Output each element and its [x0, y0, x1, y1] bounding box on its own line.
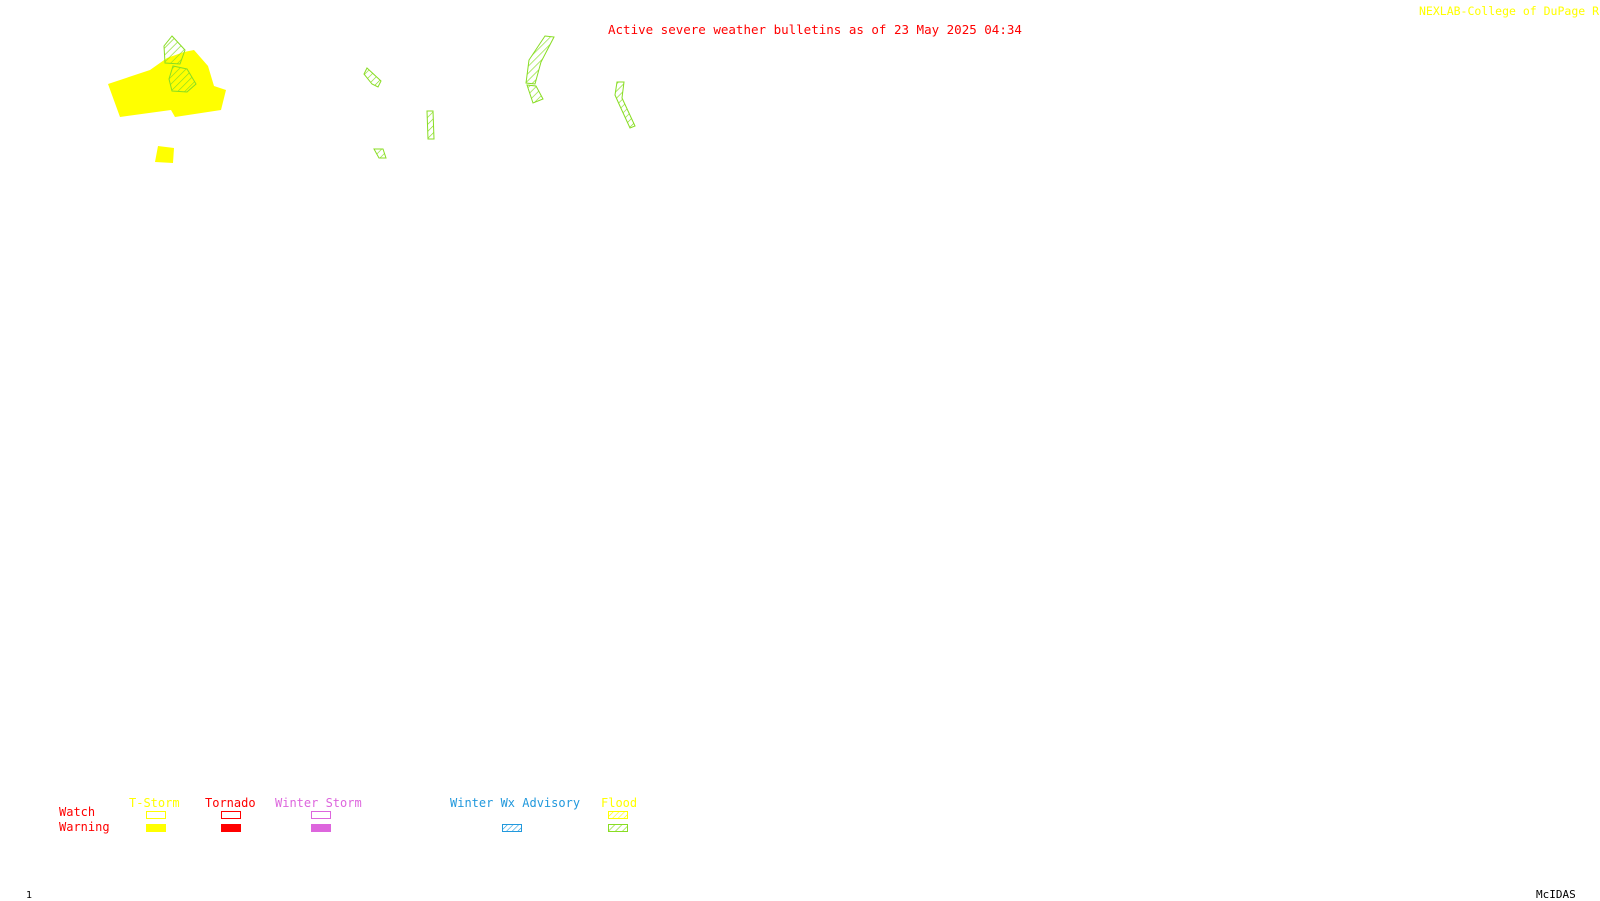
legend-winter-advisory-label: Winter Wx Advisory: [450, 796, 581, 810]
tstorm-warning-area: [155, 146, 174, 163]
legend-row-watch: Watch: [59, 805, 96, 819]
flood-warning-area: [614, 81, 636, 129]
bulletin-title: Active severe weather bulletins as of 23…: [608, 22, 1022, 37]
legend-tornado-label: Tornado: [205, 796, 256, 810]
flood-warning-area: [163, 35, 186, 65]
legend-tstorm-warning-swatch: [146, 824, 166, 832]
flood-warning-area: [426, 110, 435, 140]
legend-winter-storm-label: Winter Storm: [275, 796, 362, 810]
flood-warning-area: [526, 84, 544, 104]
legend-tornado-watch-swatch: [221, 811, 241, 819]
frame-number: 1: [26, 890, 33, 901]
legend-winter-advisory-swatch: [502, 824, 522, 832]
legend-row-warning: Warning: [59, 820, 110, 834]
legend-winter-storm-warning-swatch: [311, 824, 331, 832]
legend-winter-storm-watch-swatch: [311, 811, 331, 819]
legend-flood-label: Flood: [601, 796, 638, 810]
tstorm-warning-area: [108, 50, 226, 117]
flood-warning-area: [373, 148, 387, 159]
legend-tornado-warning-swatch: [221, 824, 241, 832]
software-label: McIDAS: [1536, 888, 1576, 901]
legend-tstorm-watch-swatch: [146, 811, 166, 819]
legend-tstorm-label: T-Storm: [129, 796, 180, 810]
legend-flood-warning-swatch: [608, 824, 628, 832]
credit-label: NEXLAB-College of DuPage R: [1419, 4, 1600, 18]
flood-warning-area: [168, 65, 197, 93]
flood-warning-area: [363, 67, 382, 88]
legend-flood-watch-swatch: [608, 811, 628, 819]
flood-warning-area: [525, 35, 555, 85]
